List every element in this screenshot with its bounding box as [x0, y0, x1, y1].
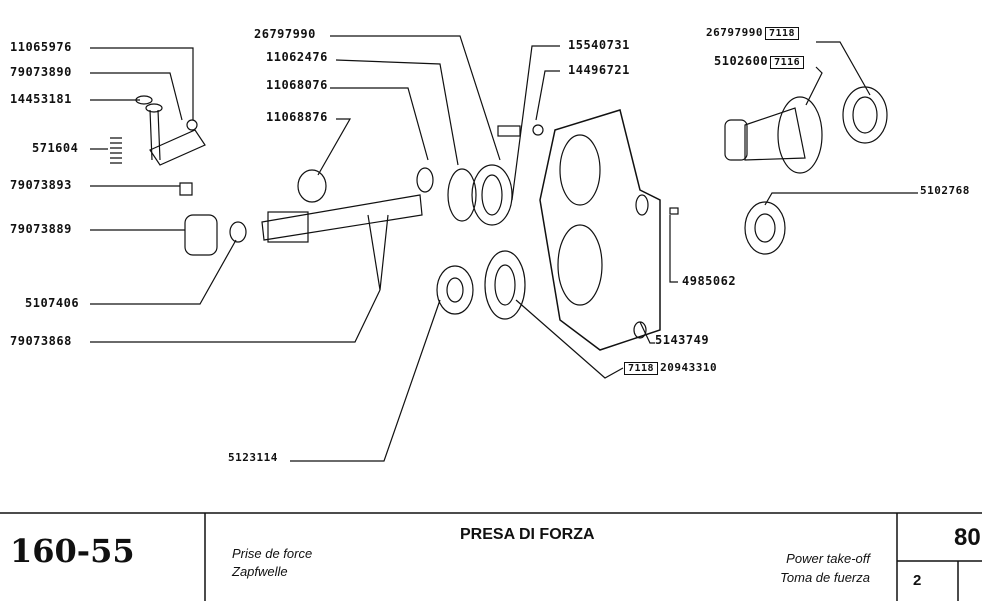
part-label: 11062476 — [266, 50, 328, 64]
part-number: 5102600 — [714, 54, 769, 68]
page-code: 80 — [954, 524, 981, 551]
part-label: 5102768 — [920, 184, 970, 197]
sheet-number: 2 — [913, 572, 922, 589]
model-code-box: 7118 — [764, 27, 800, 40]
part-label: 79073890 — [10, 65, 72, 79]
part-number: 20943310 — [660, 361, 718, 374]
part-label: 11068876 — [266, 110, 328, 124]
part-label: 79073868 — [10, 334, 72, 348]
leader-lines — [90, 35, 918, 462]
part-label: 4985062 — [682, 274, 737, 288]
part-label: 571604 — [32, 141, 79, 155]
title-spanish: Toma de fuerza — [780, 570, 870, 585]
part-label: 11068076 — [266, 78, 328, 92]
part-label: 5143749 — [655, 333, 710, 347]
model-number: 160-55 — [10, 532, 135, 570]
model-code-box: 7116 — [770, 56, 805, 69]
parts — [110, 86, 888, 351]
part-label: 26797990 — [254, 27, 316, 41]
section-title: PRESA DI FORZA — [460, 526, 595, 543]
part-label: 11065976 — [10, 40, 72, 54]
model-code-box: 7118 — [624, 362, 659, 375]
part-label: 79073889 — [10, 222, 72, 236]
part-number: 26797990 — [706, 26, 763, 39]
title-block-frame — [0, 512, 982, 601]
part-label: 14453181 — [10, 92, 72, 106]
part-label: 5123114 — [228, 451, 278, 464]
title-german: Zapfwelle — [232, 564, 288, 579]
part-label: 15540731 — [568, 38, 630, 52]
part-label: 14496721 — [568, 63, 630, 77]
part-label: 5107406 — [25, 296, 80, 310]
title-english: Power take-off — [786, 551, 870, 566]
title-french: Prise de force — [232, 546, 313, 561]
part-label: 79073893 — [10, 178, 72, 192]
